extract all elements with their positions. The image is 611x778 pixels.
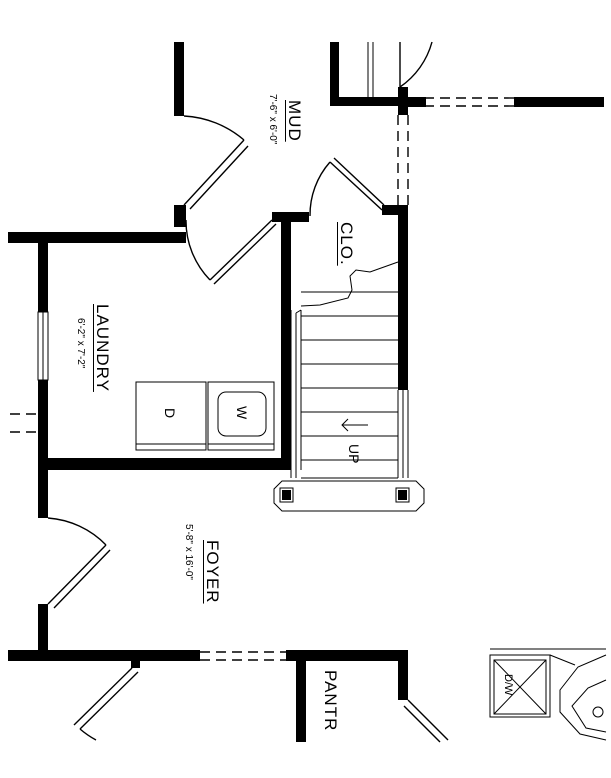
mud-west-wall [174, 42, 184, 116]
kitchen-counter [489, 648, 607, 741]
foyer-west-wall [38, 604, 48, 660]
mud-south-jamb [174, 205, 186, 227]
closet-door-jamb [382, 205, 408, 215]
mud-room-dims: 7'-6" x 6'-0" [267, 94, 278, 145]
bottom-step [273, 480, 425, 512]
laundry-west-wall-b [38, 380, 48, 518]
laundry-south-wall [38, 458, 291, 470]
closet-label: CLO. [337, 222, 356, 266]
laundry-door-swing [185, 219, 211, 281]
pantry-west-wall [296, 650, 306, 742]
mud-north-wall-stub [330, 42, 339, 106]
stairs-up-label: UP [346, 444, 362, 464]
foyer-room-dims: 5'-8" x 16'-0" [183, 524, 194, 580]
washer-label: W [234, 406, 250, 420]
foyer-stub [131, 650, 140, 668]
dishwasher [489, 654, 551, 718]
mud-room-name: MUD [285, 100, 304, 142]
laundry-room-name: LAUNDRY [93, 304, 112, 392]
foyer-south-wall-b [286, 650, 408, 661]
dashed-openings [10, 97, 514, 661]
foyer-door-swing [47, 517, 107, 546]
upper-thin-lines [367, 42, 374, 97]
dryer-label: D [162, 408, 178, 419]
walls [8, 42, 604, 742]
closet-door-swing [309, 161, 331, 217]
laundry-west-wall-a [38, 232, 48, 312]
kitchen-wall-top [514, 97, 604, 107]
washer [207, 381, 275, 451]
pantry-east-wall [398, 650, 408, 700]
appliances [135, 381, 275, 451]
laundry-east-wall [281, 212, 291, 470]
stairs [273, 261, 425, 512]
closet-east-wall [398, 205, 408, 390]
stair-break-line [300, 261, 399, 307]
mud-door-swing [183, 115, 245, 141]
dryer [135, 381, 207, 451]
pantry-room-name: PANTR [321, 670, 340, 732]
lower-door-swing [79, 728, 97, 741]
upper-door-swing [399, 41, 433, 88]
mud-north-wall [330, 97, 405, 106]
dishwasher-label: D/W [502, 674, 514, 696]
doors [47, 41, 449, 743]
laundry-north-wall [8, 232, 186, 243]
laundry-window [37, 311, 49, 381]
sink [559, 654, 607, 741]
foyer-south-wall-a [8, 650, 200, 661]
foyer-room-name: FOYER [203, 540, 222, 604]
laundry-room-dims: 6'-2" x 7'-2" [75, 318, 86, 369]
corner-post-top-east [398, 97, 426, 107]
